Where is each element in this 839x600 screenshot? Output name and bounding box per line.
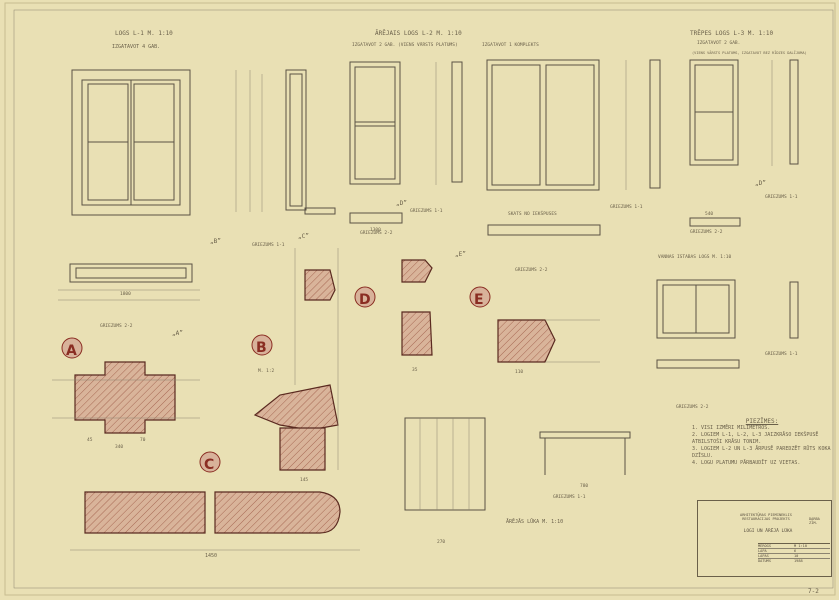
dimension: 1800 bbox=[120, 292, 131, 297]
dimension: 45 bbox=[87, 438, 93, 443]
dimension: 1300 bbox=[370, 228, 381, 233]
callout: „D” bbox=[396, 200, 407, 207]
section-label: GRIEZUMS 1-1 bbox=[553, 494, 586, 500]
inside-view-label: SKATS NO IEKŠPUSES bbox=[508, 210, 557, 217]
tb-value: 1988 bbox=[794, 559, 803, 563]
section-label: GRIEZUMS 2-2 bbox=[515, 267, 548, 273]
dimension: 1450 bbox=[205, 553, 217, 559]
tb-label: LAPA bbox=[758, 549, 767, 553]
dimension: 145 bbox=[300, 478, 309, 483]
notes: PIEZĪMES: 1. VISI IZMĒRI MILIMETROS. 2. … bbox=[692, 418, 832, 467]
sheet-title: LOGI UN ĀRĒJĀ LŪKA bbox=[743, 529, 793, 534]
callout: „D” bbox=[755, 180, 766, 187]
dimension: 540 bbox=[705, 212, 714, 217]
tb-label: MĒROGS bbox=[758, 544, 771, 548]
callout: „B” bbox=[210, 238, 221, 245]
section-label: GRIEZUMS 1-1 bbox=[252, 242, 285, 248]
title-l1: LOGS L-1 M. 1:10 bbox=[115, 30, 173, 37]
section-label: GRIEZUMS 2-2 bbox=[100, 323, 133, 329]
org-name: ARHITEKTŪRAS PIEMINEKLIS RESTAURĀCIJAS P… bbox=[740, 513, 792, 521]
tb-label: LAPAS bbox=[758, 554, 769, 558]
detail-d-label: D bbox=[359, 292, 371, 308]
note-item: 2. LOGIEM L-1, L-2, L-3 JAIZKRĀSO IEKŠPU… bbox=[692, 432, 819, 445]
callout: „C” bbox=[298, 233, 309, 240]
section-label: GRIEZUMS 1-1 bbox=[765, 194, 798, 200]
detail-c-label: C bbox=[204, 457, 214, 473]
section-label: GRIEZUMS 1-1 bbox=[610, 204, 643, 210]
title-l2: ĀRĒJAIS LOGS L-2 M. 1:10 bbox=[375, 30, 462, 37]
tb-label: DATUMS bbox=[758, 559, 771, 563]
dimension: 780 bbox=[580, 484, 589, 489]
sheet-border bbox=[13, 9, 834, 589]
title-bath: VANNAS ISTABAS LOGS M. 1:10 bbox=[658, 254, 731, 260]
detail-b-label: B bbox=[256, 340, 267, 356]
tb-value: 6 bbox=[794, 549, 797, 553]
note-item: 3. LOGIEM L-2 UN L-3 ĀRPUSĒ PAREDZĒT RŪT… bbox=[692, 446, 831, 459]
note-item: 1. VISI IZMĒRI MILIMETROS. bbox=[692, 425, 771, 431]
dimension: 340 bbox=[115, 445, 124, 450]
scale-label: M. 1:2 bbox=[258, 368, 275, 374]
title-block: ARHITEKTŪRAS PIEMINEKLIS RESTAURĀCIJAS P… bbox=[697, 500, 832, 577]
qty-l1: IZGATAVOT 4 GAB. bbox=[112, 44, 160, 50]
tb-value: 10 bbox=[794, 554, 799, 558]
section-label: GRIEZUMS 1-1 bbox=[410, 208, 443, 214]
qty-l2b: IZGATAVOT 1 KOMPLEKTS bbox=[482, 42, 539, 48]
detail-a-label: A bbox=[66, 343, 77, 359]
section-label: GRIEZUMS 2-2 bbox=[690, 229, 723, 235]
dimension: 270 bbox=[437, 540, 446, 545]
note-l3: (VIENS VĀRSTS PLATUMS, IZGATAVOT BEZ RĪD… bbox=[692, 50, 807, 55]
title-l3: TRĒPES LOGS L-3 M. 1:10 bbox=[690, 30, 773, 37]
section-label: GRIEZUMS 1-1 bbox=[765, 351, 798, 357]
note-item: 4. LOGU PLATUMU PĀRBAUDĪT UZ VIETAS. bbox=[692, 460, 801, 466]
stage: DARBA ZĪM. bbox=[809, 517, 820, 525]
callout: „A” bbox=[172, 330, 183, 337]
dimension: 110 bbox=[515, 370, 524, 375]
detail-e-label: E bbox=[474, 292, 484, 308]
dimension: 35 bbox=[412, 368, 418, 373]
callout: „E” bbox=[455, 251, 466, 258]
tb-value: M 1:10 bbox=[794, 544, 807, 548]
dimension: 70 bbox=[140, 438, 146, 443]
section-label: GRIEZUMS 2-2 bbox=[360, 230, 393, 236]
notes-title: PIEZĪMES: bbox=[745, 418, 779, 425]
qty-l2a: IZGATAVOT 2 GAB. (VIENS VĀRSTS PLATUMS) bbox=[352, 41, 458, 48]
section-label: GRIEZUMS 2-2 bbox=[676, 404, 709, 410]
sheet-number: 7-2 bbox=[808, 588, 819, 595]
qty-l3: IZGATAVOT 2 GAB. bbox=[697, 40, 740, 46]
title-hatch: ĀRĒJĀS LŪKA M. 1:10 bbox=[506, 518, 563, 525]
